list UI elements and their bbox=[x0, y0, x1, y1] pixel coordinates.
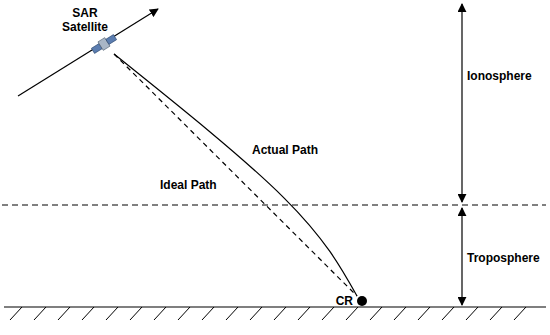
layer-boundary bbox=[2, 205, 546, 206]
reflector-dot bbox=[357, 296, 367, 306]
corner-reflector-node: CR bbox=[357, 296, 367, 306]
solar-panel bbox=[106, 35, 117, 45]
ground-hatch bbox=[10, 307, 526, 320]
hatch-mark bbox=[490, 307, 502, 320]
hatch-mark bbox=[466, 307, 478, 320]
hatch-mark bbox=[226, 307, 238, 320]
hatch-mark bbox=[250, 307, 262, 320]
hatch-mark bbox=[202, 307, 214, 320]
satellite-icon bbox=[90, 34, 118, 54]
hatch-mark bbox=[82, 307, 94, 320]
hatch-mark bbox=[10, 307, 22, 320]
satellite-node: SAR Satellite bbox=[90, 34, 118, 54]
hatch-mark bbox=[130, 307, 142, 320]
ionosphere-extent-arrow bbox=[461, 4, 462, 202]
hatch-mark bbox=[106, 307, 118, 320]
hatch-mark bbox=[58, 307, 70, 320]
satellite-body bbox=[90, 34, 117, 54]
hatch-mark bbox=[322, 307, 334, 320]
layer-name: Troposphere bbox=[467, 251, 540, 265]
hatch-mark bbox=[442, 307, 454, 320]
path-label: Actual Path bbox=[252, 143, 318, 157]
hatch-mark bbox=[394, 307, 406, 320]
hatch-mark bbox=[298, 307, 310, 320]
layer-name: Ionosphere bbox=[467, 69, 532, 83]
hatch-mark bbox=[346, 307, 358, 320]
hatch-mark bbox=[154, 307, 166, 320]
actual-path bbox=[114, 54, 357, 296]
reflector-dot-shape bbox=[357, 296, 367, 306]
hatch-mark bbox=[514, 307, 526, 320]
hatch-mark bbox=[178, 307, 190, 320]
hatch-mark bbox=[34, 307, 46, 320]
path-label: Ideal Path bbox=[160, 178, 217, 192]
ideal-path bbox=[114, 54, 357, 296]
hatch-mark bbox=[274, 307, 286, 320]
hatch-mark bbox=[418, 307, 430, 320]
hatch-mark bbox=[370, 307, 382, 320]
node-label: SAR Satellite bbox=[57, 6, 113, 34]
node-label: CR bbox=[336, 294, 353, 308]
ground-line bbox=[4, 306, 546, 307]
troposphere-extent-arrow bbox=[461, 208, 462, 305]
